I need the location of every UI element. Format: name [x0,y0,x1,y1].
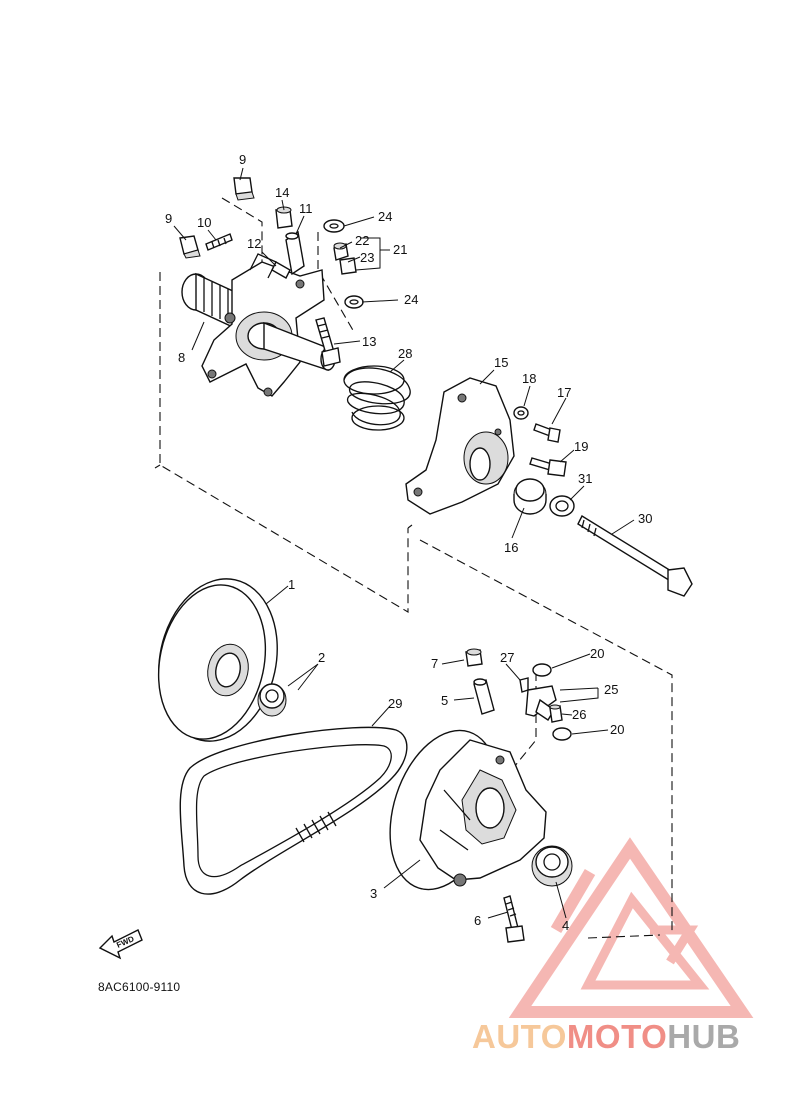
callout-18: 18 [522,371,536,386]
part-3-movable-sheave [389,729,547,891]
part-25-weight-arm [525,685,557,721]
part-9b-slider-block [179,235,201,259]
part-24a-washer [323,219,345,233]
brand-part-hub: HUB [667,1018,741,1055]
callout-leader-lines [173,167,635,919]
part-9a-slider-block [233,177,255,201]
part-29-v-belt [179,726,408,895]
callout-24-top: 24 [378,209,392,224]
callout-25: 25 [604,682,618,697]
callout-20-bottom: 20 [610,722,624,737]
part-2-collar [257,683,287,717]
callout-21: 21 [393,242,407,257]
part-5-pin [473,678,495,715]
callout-5: 5 [441,693,448,708]
part-10-pin [205,233,233,251]
callout-22: 22 [355,233,369,248]
callout-1: 1 [288,577,295,592]
part-17-bolt [533,423,561,443]
part-4-bushing [531,845,573,887]
part-31-collar [549,495,575,517]
part-26-roller [549,704,563,723]
callout-31: 31 [578,471,592,486]
part-20a-washer [532,663,552,677]
part-15-cover [405,377,515,515]
callout-2: 2 [318,650,325,665]
callout-16: 16 [504,540,518,555]
part-28-spring [343,365,411,431]
part-1-fixed-sheave [157,578,278,742]
callout-20-top: 20 [590,646,604,661]
callout-9-top: 9 [239,152,246,167]
callout-9-left: 9 [165,211,172,226]
callout-numbers: 9 14 11 24 9 10 22 12 21 23 24 13 8 28 1… [165,152,652,933]
part-13-bolt [315,317,341,367]
callout-7: 7 [431,656,438,671]
callout-3: 3 [370,886,377,901]
callout-30: 30 [638,511,652,526]
part-30-long-bolt [577,515,693,597]
callout-10: 10 [197,215,211,230]
callout-13: 13 [362,334,376,349]
callout-19: 19 [574,439,588,454]
part-12-pin [271,261,291,279]
callout-28: 28 [398,346,412,361]
callout-12: 12 [247,236,261,251]
part-18-washer [513,406,529,420]
brand-part-moto: MOTO [566,1018,668,1055]
callout-26: 26 [572,707,586,722]
fwd-arrow: FWD [98,929,143,960]
part-8-spider-hub [181,253,336,397]
callout-17: 17 [557,385,571,400]
drawing-code: 8AC6100-9110 [98,980,181,994]
part-27-screw [519,677,529,693]
part-20b-washer [552,727,572,741]
part-7-nut [465,648,483,667]
callout-14: 14 [275,185,289,200]
callout-23: 23 [360,250,374,265]
callout-6: 6 [474,913,481,928]
part-6-bolt [503,895,525,943]
callout-11: 11 [299,201,313,216]
part-24b-washer [344,295,364,309]
part-11-pin [285,230,305,276]
part-16-bushing [513,478,547,515]
callout-8: 8 [178,350,185,365]
watermark-logo [508,837,754,1018]
callout-29: 29 [388,696,402,711]
part-22-23-roller-set [333,242,357,275]
watermark-brand-text: AUTOMOTOHUB [472,1018,740,1056]
callout-24-bottom: 24 [404,292,418,307]
callout-4: 4 [562,918,569,933]
part-19-bolt [529,457,567,477]
callout-15: 15 [494,355,508,370]
brand-part-auto: AUTO [472,1018,567,1055]
callout-27: 27 [500,650,514,665]
part-14-nut [275,206,293,229]
